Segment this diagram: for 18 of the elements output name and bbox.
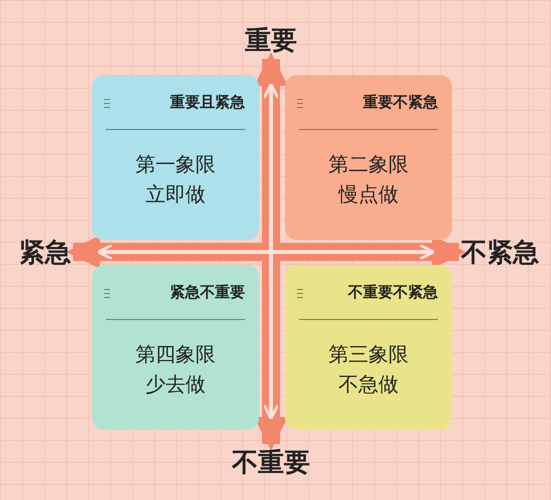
quadrant-title: 重要不紧急 [363,93,438,112]
axis-label: 不重要 [232,444,310,480]
quadrant-text: 第一象限立即做 [134,151,216,208]
quadrant-title: 不重要不紧急 [348,283,438,302]
axis-arrow [254,52,288,451]
quadrant-text: 第二象限慢点做 [328,151,410,208]
axis-label: 紧急 [19,234,71,270]
axis-arrow [66,235,466,269]
quadrant-card [92,75,259,240]
quadrant-title: 紧急不重要 [170,283,245,302]
axis-label: 不紧急 [461,234,539,270]
quadrant-title: 重要且紧急 [170,93,245,112]
quadrant-card [285,265,452,430]
quadrant-card [92,265,259,430]
quadrant-text: 第三象限不急做 [328,341,410,398]
quadrant-card [285,75,452,240]
axis-label: 重要 [245,22,297,58]
quadrant-text: 第四象限少去做 [134,341,216,398]
